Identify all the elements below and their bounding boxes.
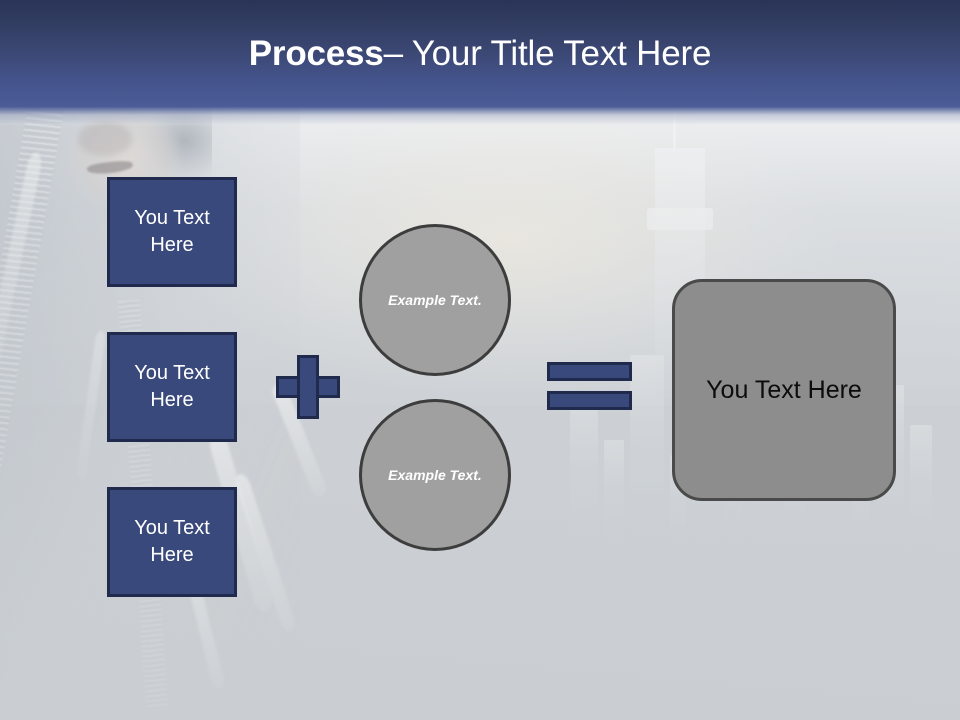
input-box-1[interactable]: You Text Here: [107, 177, 237, 287]
input-box-3-label: You Text Here: [134, 517, 210, 566]
equals-icon-bottom-bar: [547, 391, 632, 410]
example-circle-1[interactable]: Example Text.: [359, 224, 511, 376]
input-box-2[interactable]: You Text Here: [107, 332, 237, 442]
page-title-rest: – Your Title Text Here: [383, 33, 712, 73]
plus-icon-center: [300, 379, 316, 395]
example-circle-2-label: Example Text.: [388, 466, 482, 483]
plus-icon: [276, 355, 340, 419]
title-band: [0, 0, 960, 107]
page-title: Process – Your Title Text Here: [0, 0, 960, 107]
input-box-3[interactable]: You Text Here: [107, 487, 237, 597]
result-box-label: You Text Here: [706, 375, 862, 404]
example-circle-2[interactable]: Example Text.: [359, 399, 511, 551]
example-circle-1-label: Example Text.: [388, 291, 482, 308]
input-box-2-label: You Text Here: [134, 362, 210, 411]
page-title-strong: Process: [248, 33, 384, 73]
input-box-1-label: You Text Here: [134, 207, 210, 256]
result-box[interactable]: You Text Here: [672, 279, 896, 501]
title-band-fade: [0, 107, 960, 125]
equals-icon: [547, 362, 632, 410]
equals-icon-top-bar: [547, 362, 632, 381]
